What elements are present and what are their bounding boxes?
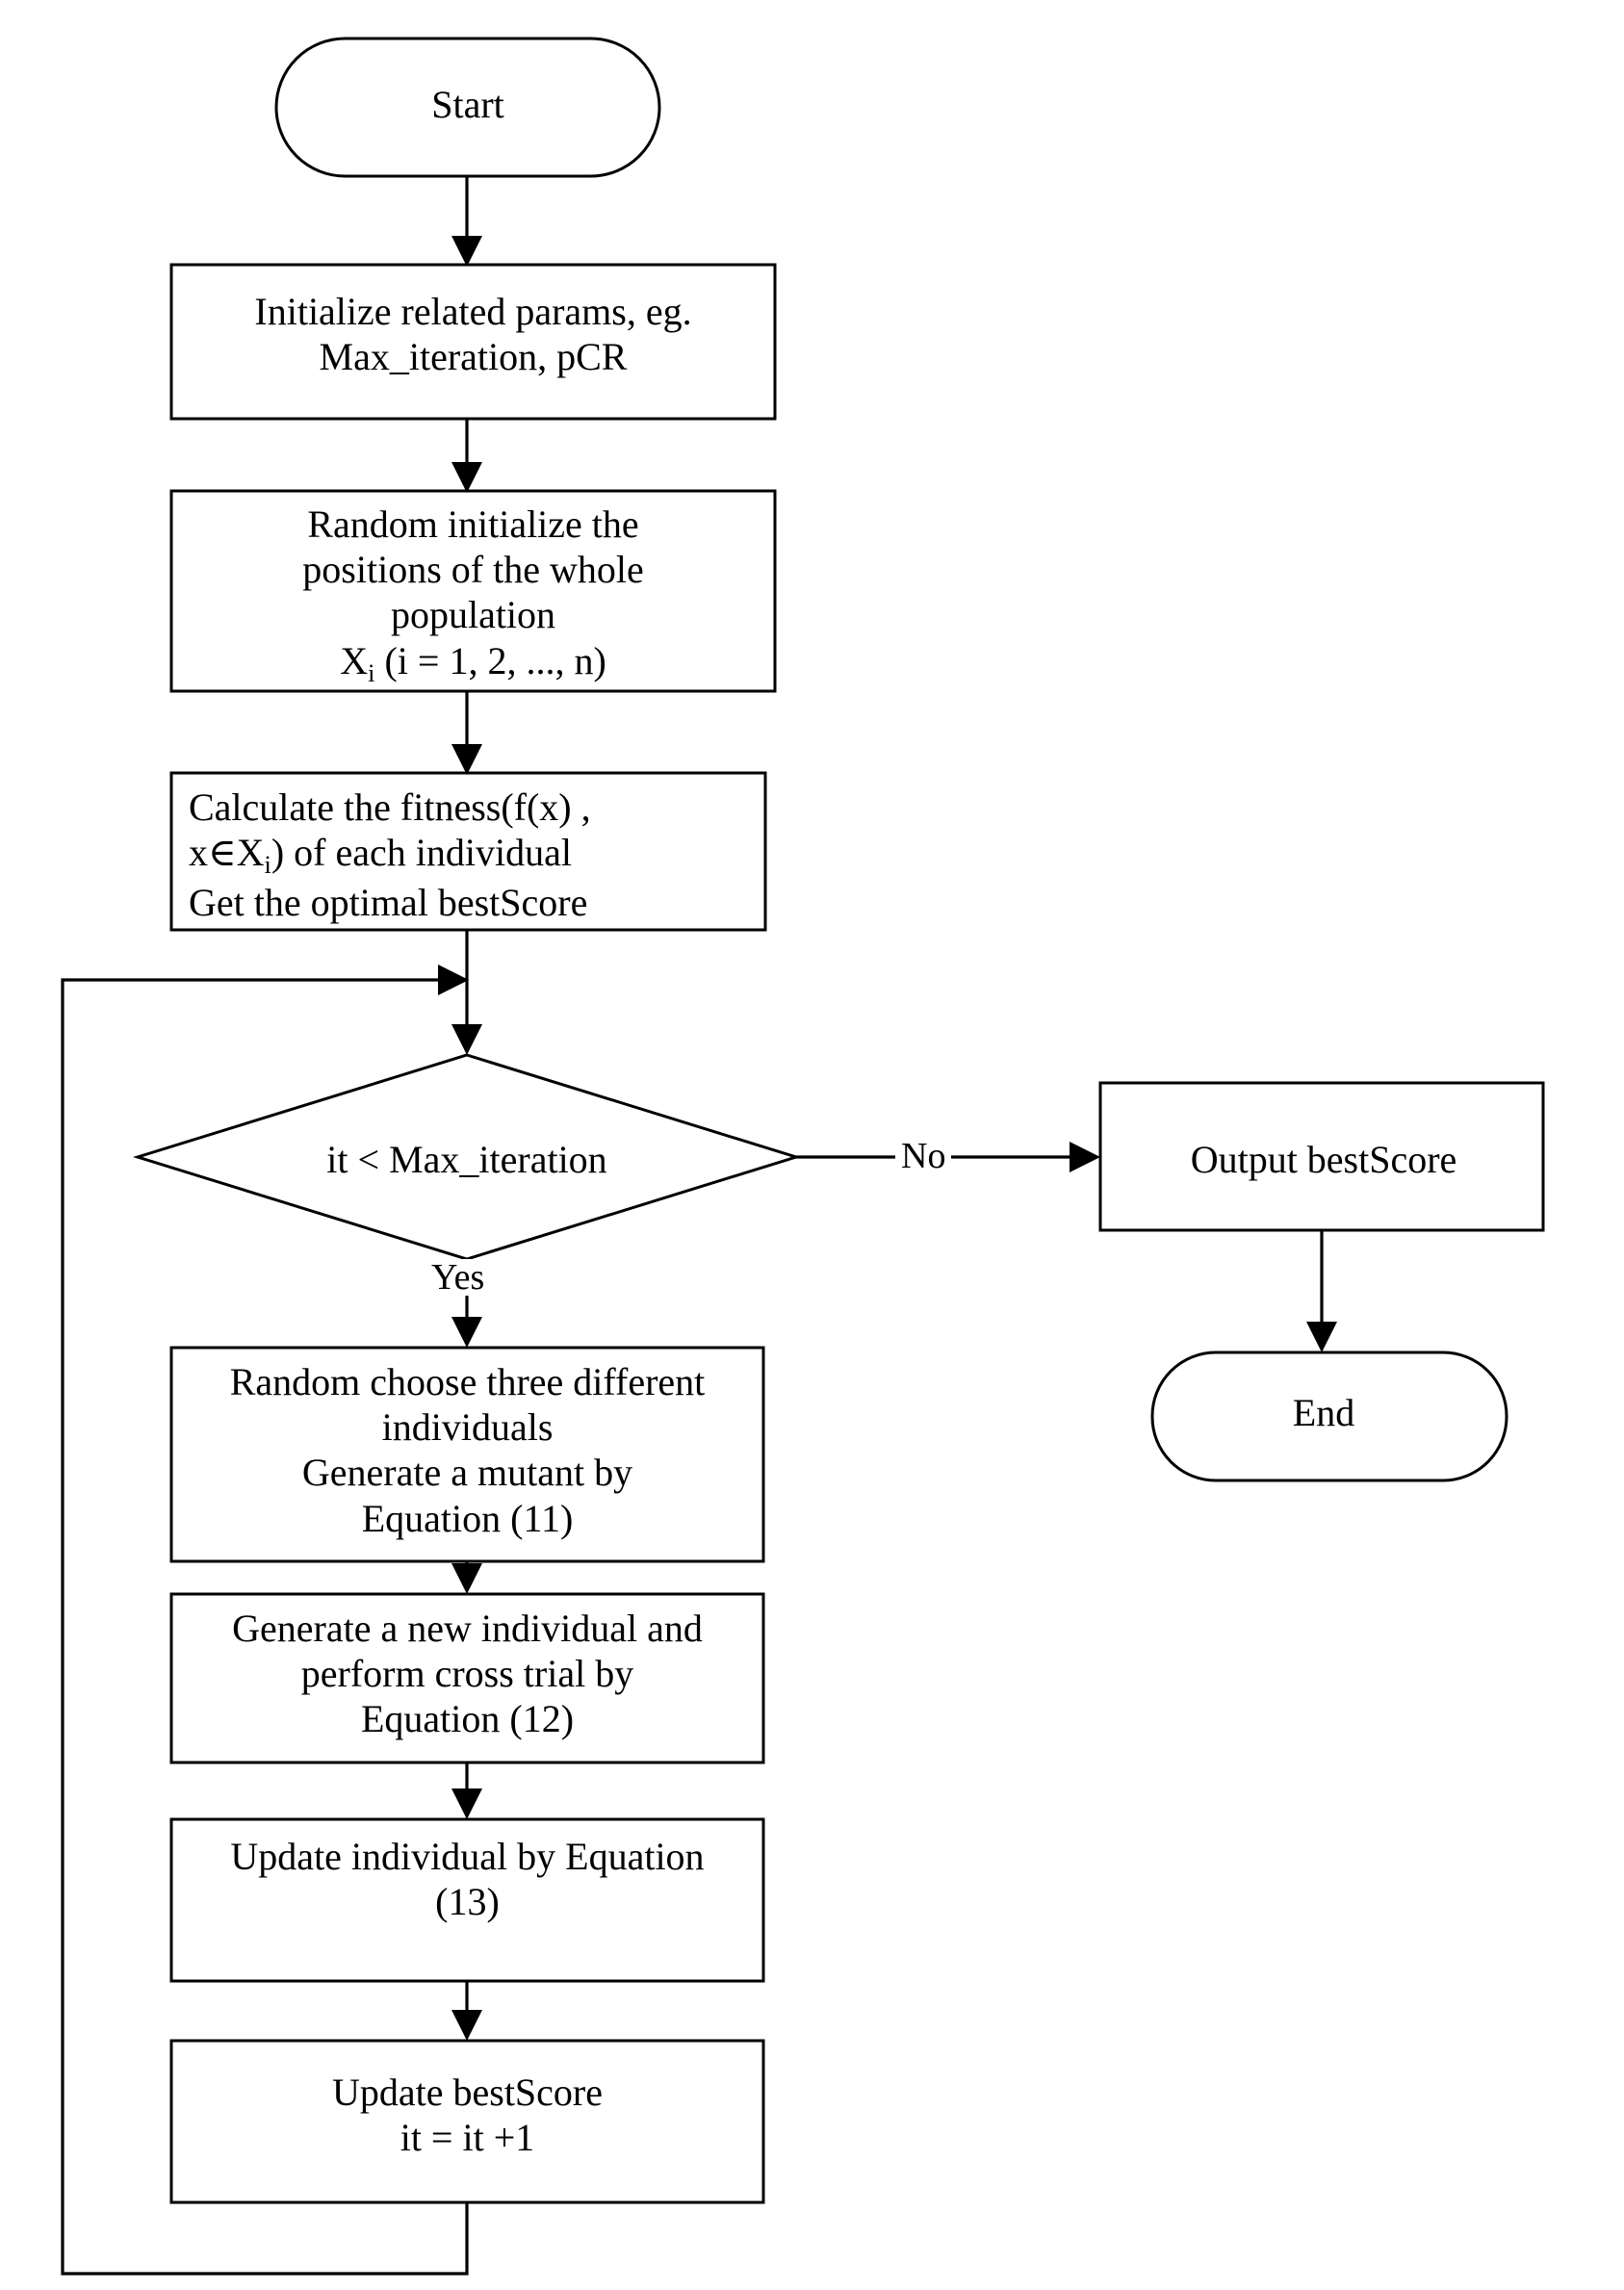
node-init-params-shape[interactable] bbox=[169, 263, 777, 421]
node-end-shape[interactable] bbox=[1150, 1351, 1508, 1482]
edge-loopback-path bbox=[61, 978, 469, 2276]
arrowhead-init-to-randominit bbox=[451, 462, 482, 493]
node-start-shape[interactable] bbox=[274, 37, 661, 178]
node-decision-shape[interactable] bbox=[132, 1053, 802, 1261]
arrowhead-crosstrial-to-updateindividual bbox=[451, 1788, 482, 1819]
node-cross-trial-shape[interactable] bbox=[169, 1592, 765, 1764]
arrowhead-randomchoose-to-crosstrial bbox=[451, 1563, 482, 1594]
arrowhead-updateindividual-to-updatebestscore bbox=[451, 2010, 482, 2041]
node-update-individual-shape[interactable] bbox=[169, 1817, 765, 1983]
arrowhead-randominit-to-fitness bbox=[451, 744, 482, 775]
node-calculate-fitness-shape[interactable] bbox=[169, 771, 767, 932]
node-random-init-shape[interactable] bbox=[169, 489, 777, 693]
edge-label-yes: Yes bbox=[425, 1259, 491, 1296]
arrowhead-decision-no bbox=[1070, 1142, 1100, 1172]
arrowhead-start-to-init bbox=[451, 236, 482, 267]
arrowhead-output-to-end bbox=[1306, 1322, 1337, 1352]
arrowhead-loopback bbox=[438, 965, 469, 995]
node-output-bestscore-shape[interactable] bbox=[1098, 1081, 1545, 1232]
arrowhead-decision-yes bbox=[451, 1317, 482, 1348]
arrowhead-fitness-to-decision bbox=[451, 1024, 482, 1055]
edge-label-no: No bbox=[895, 1138, 952, 1174]
node-update-bestscore-shape[interactable] bbox=[169, 2039, 765, 2204]
node-random-choose-shape[interactable] bbox=[169, 1346, 765, 1563]
